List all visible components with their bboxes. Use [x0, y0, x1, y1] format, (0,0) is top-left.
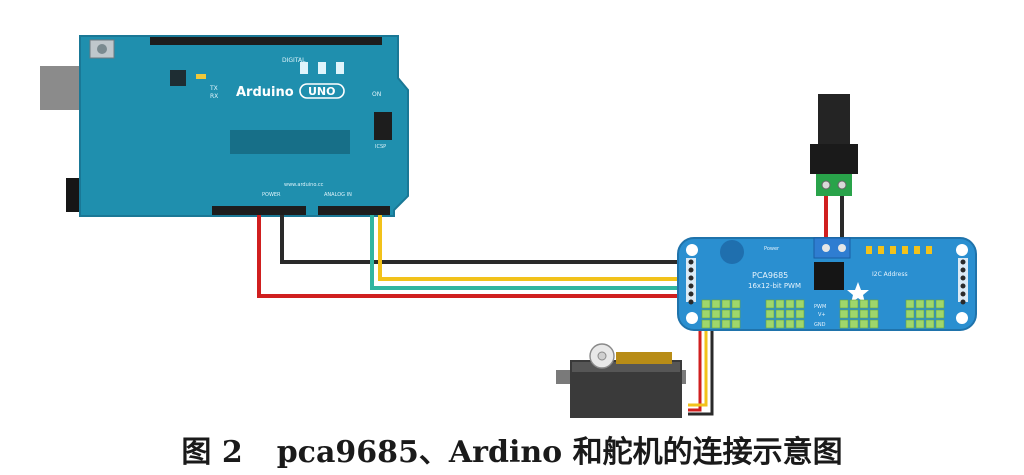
pwm-title-1: PCA9685 — [752, 271, 788, 280]
uno-badge — [299, 83, 345, 99]
servo-cable-yellow — [688, 316, 708, 407]
arduino-uno-board: DIGITAL TX RX ON Arduino UNO ICSP www.ar… — [40, 35, 409, 217]
digital-header-label: DIGITAL — [282, 57, 306, 64]
power-header — [212, 206, 306, 215]
arduino-pcb — [79, 35, 409, 217]
on-label: ON — [372, 91, 381, 98]
arduino-model: UNO — [308, 85, 336, 98]
servo-motor — [556, 343, 686, 418]
usb-chip — [170, 70, 186, 86]
red-wire-vcc — [257, 215, 686, 298]
pwm-label: PWM — [814, 304, 826, 310]
v-plus-label: V+ — [818, 312, 826, 318]
figure-title: pca9685、Ardino 和舵机的连接示意图 — [276, 435, 843, 470]
figure-caption: 图 2 pca9685、Ardino 和舵机的连接示意图 — [0, 427, 1024, 471]
analog-label: ANALOG IN — [324, 192, 352, 198]
pwm-title-2: 16x12-bit PWM — [748, 282, 801, 290]
right-pin-header — [958, 258, 968, 305]
capacitor — [720, 240, 744, 264]
tx-led — [196, 74, 206, 79]
digital-header — [150, 37, 382, 45]
address-jumpers — [866, 246, 932, 254]
dc-power-jack — [810, 94, 858, 196]
servo-cable-black — [688, 316, 714, 416]
wires — [257, 196, 844, 416]
figure-number: 图 2 — [181, 435, 243, 470]
black-wire-gnd — [280, 215, 686, 264]
arduino-brand: Arduino — [236, 85, 294, 100]
icsp-label: ICSP — [375, 144, 386, 150]
pwm-output-headers: PWM V+ GND — [701, 299, 945, 329]
connection-diagram: DIGITAL TX RX ON Arduino UNO ICSP www.ar… — [40, 35, 977, 418]
pwm-subtitle: I2C Address — [872, 271, 908, 278]
power-label: POWER — [262, 192, 281, 198]
pca9685-chip — [814, 262, 844, 290]
yellow-wire-scl — [378, 215, 686, 281]
servo-label — [616, 352, 672, 364]
analog-header — [318, 206, 390, 215]
icsp-header — [374, 112, 392, 140]
adafruit-star-icon — [847, 282, 869, 303]
pwm-power-label: Power — [764, 246, 780, 252]
servo-cable-red — [688, 316, 702, 412]
pca9685-board: I2C Address PCA9685 16x12-bit PWM Power — [677, 237, 977, 331]
rx-label: RX — [210, 93, 218, 100]
pwm-terminal-block — [813, 237, 851, 259]
tx-label: TX — [209, 85, 218, 92]
arduino-url: www.arduino.cc — [284, 182, 324, 188]
gnd-label: GND — [814, 322, 826, 328]
dc-terminal-block — [816, 174, 852, 196]
atmega-chip — [230, 130, 350, 154]
green-wire-sda — [370, 215, 686, 290]
left-pin-header — [686, 258, 696, 305]
